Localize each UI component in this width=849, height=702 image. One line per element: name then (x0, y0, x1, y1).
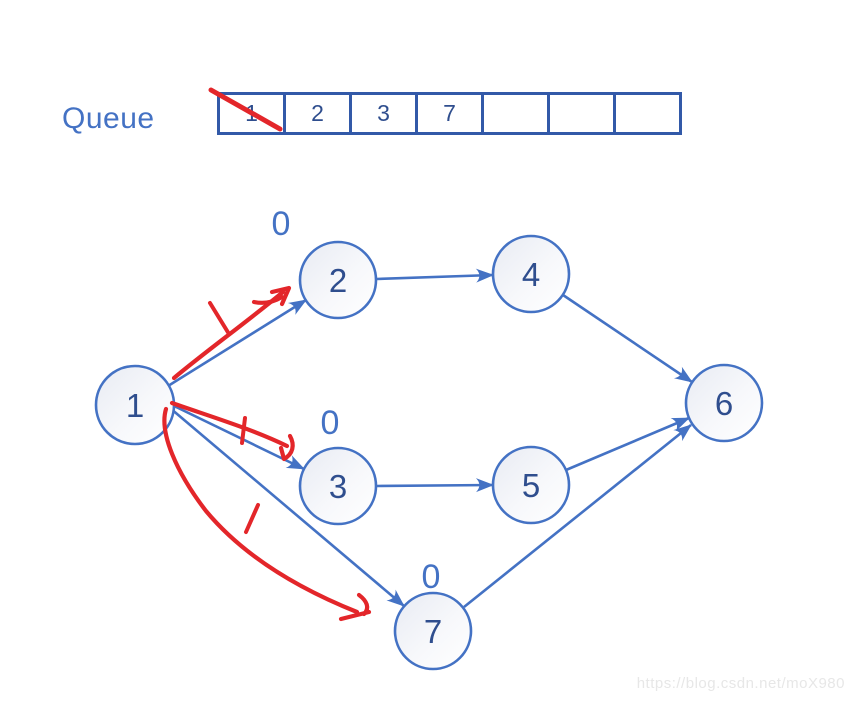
node-5-circle (491, 445, 571, 525)
node-3-circle (298, 446, 378, 526)
node-1: 1 (94, 364, 176, 446)
queue-cell-2: 3 (349, 92, 418, 135)
node-5: 5 (491, 445, 571, 525)
red-arrow-1-2-flourish (251, 294, 285, 305)
node-1-label: 1 (126, 387, 144, 424)
red-tick-edge-1-3 (240, 416, 247, 445)
node-6: 6 (684, 363, 764, 443)
node-4-label: 4 (522, 256, 540, 293)
queue-cell-6 (613, 92, 682, 135)
graph-edges (167, 268, 693, 609)
node-3: 3 (298, 446, 378, 526)
red-arrow-1-7-shaft (162, 406, 360, 615)
watermark: https://blog.csdn.net/moX980 (636, 675, 845, 692)
node-7-label: 7 (424, 613, 442, 650)
red-tick-edge-1-7 (244, 503, 260, 534)
edge-3-5 (375, 478, 494, 493)
indegree-labels: 0 0 0 (272, 205, 441, 596)
node-6-circle (684, 363, 764, 443)
edge-5-6 (565, 416, 690, 472)
edge-4-6 (562, 293, 693, 384)
red-arrow-1-7-head-bar (338, 609, 372, 622)
node-3-label: 3 (329, 468, 347, 505)
node-4: 4 (491, 234, 571, 314)
node-7: 7 (393, 591, 473, 671)
edge-1-7 (169, 407, 405, 607)
queue-crossout-mark (208, 87, 283, 132)
graph-nodes: 1 2 3 4 5 6 7 (94, 234, 764, 671)
edge-7-6 (463, 423, 692, 609)
node-4-circle (491, 234, 571, 314)
red-arrow-1-3-shaft (169, 400, 290, 449)
node-5-label: 5 (522, 467, 540, 504)
node-7-circle (393, 591, 473, 671)
node-6-label: 6 (715, 385, 733, 422)
red-arrow-1-2-head (269, 285, 292, 307)
queue-label: Queue (62, 102, 155, 135)
edge-2-4 (375, 268, 494, 283)
indegree-label-node-2: 0 (272, 205, 291, 243)
red-tick-edge-1-2 (208, 301, 231, 336)
red-annotations (162, 87, 372, 622)
indegree-label-node-7: 0 (422, 558, 441, 596)
red-arrow-1-3-head (278, 433, 295, 462)
indegree-label-node-3: 0 (321, 404, 340, 442)
node-2-circle (298, 240, 378, 320)
queue-array: 1 2 3 7 (217, 92, 682, 135)
edge-1-2 (167, 298, 307, 388)
node-2-label: 2 (329, 262, 347, 299)
node-2: 2 (298, 240, 378, 320)
